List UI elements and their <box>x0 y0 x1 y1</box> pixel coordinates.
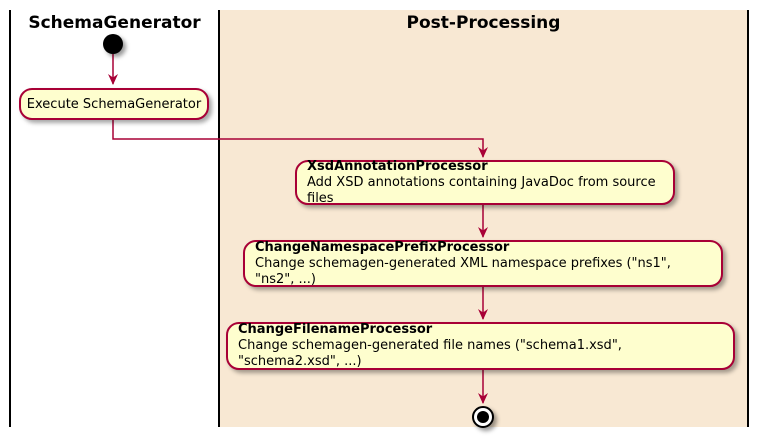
activity-xsd-annotation-processor: XsdAnnotationProcessor Add XSD annotatio… <box>295 158 675 206</box>
swimlane-title-schemagenerator: SchemaGenerator <box>28 13 201 33</box>
activity-description: Change schemagen-generated file names ("… <box>238 338 622 369</box>
end-node-icon <box>472 406 494 428</box>
activity-title: XsdAnnotationProcessor <box>307 158 488 174</box>
activity-title: ChangeNamespacePrefixProcessor <box>255 239 510 255</box>
start-node-icon <box>103 34 123 54</box>
activity-change-namespace-prefix-processor: ChangeNamespacePrefixProcessor Change sc… <box>243 240 723 287</box>
activity-label: Execute SchemaGenerator <box>26 96 202 112</box>
swimlane-title-postprocessing: Post-Processing <box>406 13 561 33</box>
activity-title: ChangeFilenameProcessor <box>238 322 433 337</box>
activity-description: Change schemagen-generated XML namespace… <box>255 255 671 287</box>
activity-execute-schemagenerator: Execute SchemaGenerator <box>19 88 209 120</box>
activity-description: Add XSD annotations containing JavaDoc f… <box>307 174 656 206</box>
end-node-inner-dot <box>477 411 489 423</box>
activity-change-filename-processor: ChangeFilenameProcessor Change schemagen… <box>226 322 735 370</box>
